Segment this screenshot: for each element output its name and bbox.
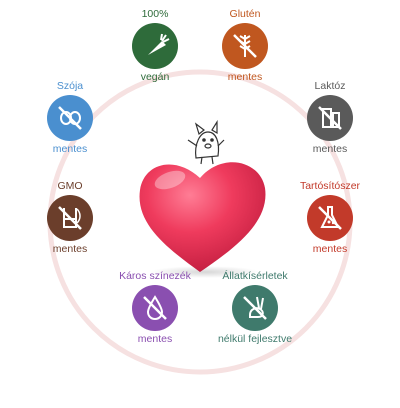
carrot-icon bbox=[132, 23, 178, 69]
badge-szinezek: Káros színezék mentes bbox=[115, 270, 195, 346]
badge-title: Tartósítószer bbox=[299, 180, 361, 192]
badge-title: Káros színezék bbox=[119, 270, 191, 282]
badge-title: Laktóz bbox=[314, 80, 346, 92]
flask-crossed-icon bbox=[307, 195, 353, 241]
badge-subtitle: mentes bbox=[52, 143, 88, 155]
badge-title: Glutén bbox=[229, 8, 261, 20]
heart-highlight bbox=[154, 170, 186, 190]
rabbit-crossed-icon bbox=[232, 285, 278, 331]
badge-title: Szója bbox=[56, 80, 84, 92]
badge-szoja: Szója mentes bbox=[30, 80, 110, 156]
drop-crossed-icon bbox=[132, 285, 178, 331]
badge-subtitle: mentes bbox=[312, 143, 348, 155]
badge-tartosito: Tartósítószer mentes bbox=[290, 180, 370, 256]
milk-crossed-icon bbox=[307, 95, 353, 141]
heart-shadow bbox=[150, 266, 260, 278]
heart-gummy bbox=[139, 162, 266, 272]
badge-subtitle: mentes bbox=[312, 243, 348, 255]
badge-gluten: Glutén mentes bbox=[205, 8, 285, 84]
badge-subtitle: mentes bbox=[137, 333, 173, 345]
badge-vegan: 100% vegán bbox=[115, 8, 195, 84]
badge-laktoz: Laktóz mentes bbox=[290, 80, 370, 156]
pig-mascot-icon bbox=[187, 119, 225, 165]
badge-allatkiserlet: Állatkísérletek nélkül fejlesztve bbox=[215, 270, 295, 346]
badge-subtitle: vegán bbox=[140, 71, 170, 83]
beaker-crossed-icon bbox=[47, 195, 93, 241]
badge-subtitle: mentes bbox=[52, 243, 88, 255]
wheat-crossed-icon bbox=[222, 23, 268, 69]
soy-crossed-icon bbox=[47, 95, 93, 141]
badge-title: GMO bbox=[57, 180, 83, 192]
badge-gmo: GMO mentes bbox=[30, 180, 110, 256]
badge-title: 100% bbox=[141, 8, 169, 20]
badge-subtitle: nélkül fejlesztve bbox=[217, 333, 293, 345]
badge-subtitle: mentes bbox=[227, 71, 263, 83]
badge-title: Állatkísérletek bbox=[222, 270, 288, 282]
